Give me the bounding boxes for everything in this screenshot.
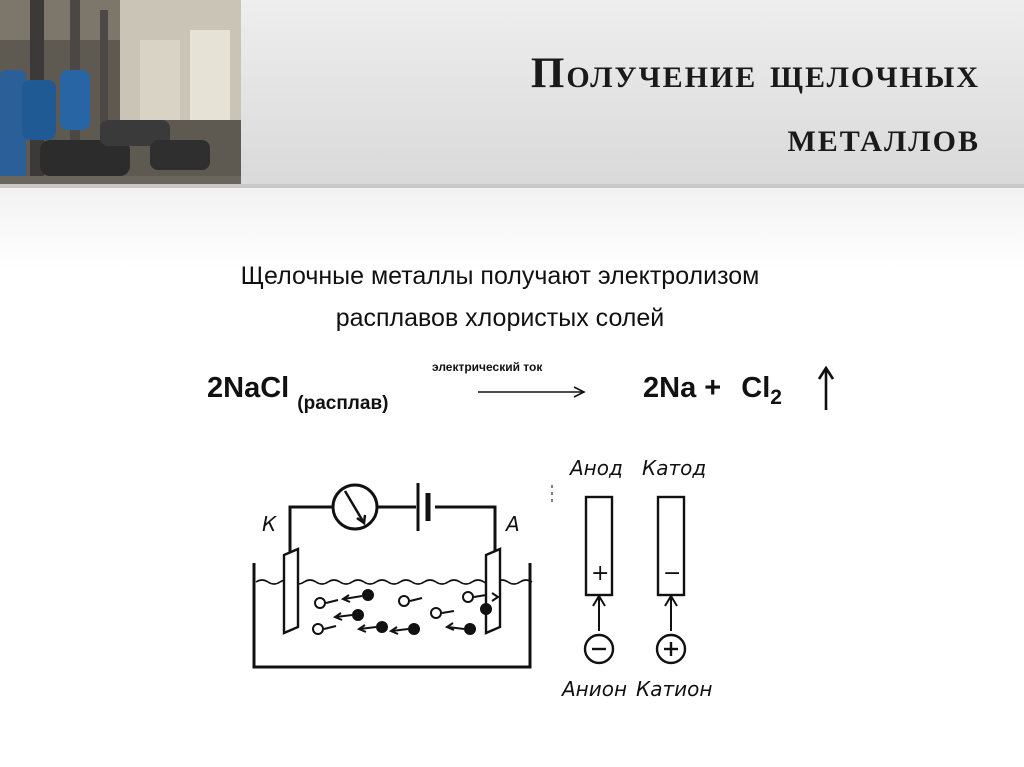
electrolysis-diagram: К А Анод + Анион Катод − Катион — [252, 456, 712, 701]
header-divider — [0, 184, 1024, 188]
intro-line-2: расплавов хлористых солей — [335, 304, 665, 332]
anode-plate — [484, 547, 502, 635]
reaction-arrow-icon — [478, 386, 586, 398]
product-chlorine-subscript: 2 — [770, 385, 782, 409]
gas-evolution-arrow-icon — [817, 366, 835, 410]
electrolysis-vessel — [252, 563, 532, 669]
slide-title: Получение щелочных металлов — [270, 42, 980, 170]
cathode-letter: К — [262, 512, 277, 536]
anions-group — [332, 589, 492, 635]
intro-text: Щелочные металлы получают электролизом р… — [150, 255, 850, 339]
anode-letter: А — [504, 512, 520, 536]
cathode-plate — [282, 547, 300, 635]
arrow-label: электрический ток — [432, 360, 543, 374]
cathode-minus-sign: − — [663, 561, 681, 586]
title-line-1: Получение щелочных — [530, 50, 980, 97]
industrial-photo — [0, 0, 241, 184]
ammeter-icon — [331, 483, 379, 531]
title-line-2: металлов — [787, 114, 980, 161]
factory-photo-image — [0, 0, 241, 184]
ions-group — [312, 591, 487, 635]
reactant-formula: 2NaCl — [207, 372, 290, 404]
anode-plus-sign: + — [591, 561, 609, 586]
equation-reactant: 2NaCl (расплав) — [207, 372, 388, 414]
product-sodium: 2Na + — [643, 372, 722, 404]
anode-heading: Анод — [568, 456, 623, 480]
body-gradient — [0, 188, 1024, 268]
cation-label: Катион — [636, 677, 712, 701]
intro-line-1: Щелочные металлы получают электролизом — [240, 262, 760, 290]
battery-icon — [416, 483, 431, 531]
anode-electrode — [584, 495, 614, 597]
cathode-heading: Катод — [642, 456, 706, 480]
slide-header: Получение щелочных металлов — [0, 0, 1024, 186]
anion-label: Анион — [560, 677, 627, 701]
reactant-state: (расплав) — [297, 393, 389, 414]
product-chlorine: Cl — [741, 372, 771, 404]
equation-products: 2Na + Cl2 — [643, 372, 782, 410]
